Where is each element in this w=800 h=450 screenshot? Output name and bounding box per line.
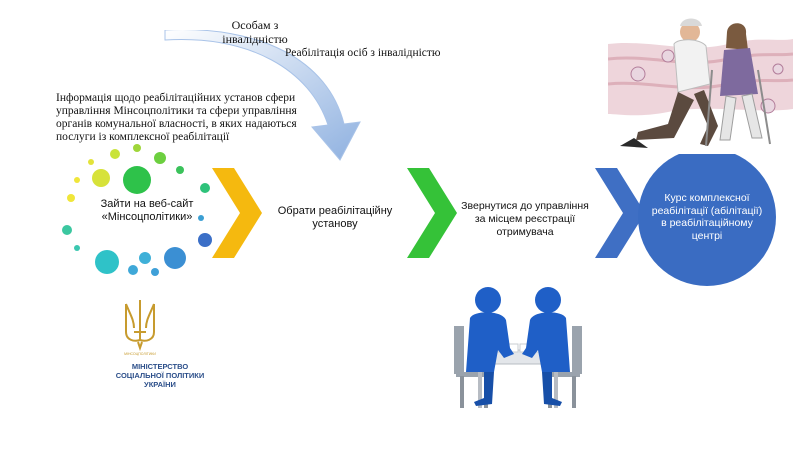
ministry-name-line-2: СОЦІАЛЬНОЇ ПОЛІТИКИ xyxy=(115,371,205,380)
ministry-name-line-3: УКРАЇНИ xyxy=(144,380,176,389)
step-2-label: Обрати реабілітаційну установу xyxy=(277,205,393,230)
ministry-name-line-1: МІНІСТЕРСТВО xyxy=(131,362,189,371)
rehabilitation-photo xyxy=(608,14,793,154)
ministry-name: МІНІСТЕРСТВО СОЦІАЛЬНОЇ ПОЛІТИКИ УКРАЇНИ xyxy=(110,362,210,389)
final-step-circle: Курс комплексної реабілітації (абілітаці… xyxy=(638,148,776,286)
trident-icon xyxy=(125,300,155,352)
step-4-label: Курс комплексної реабілітації (абілітаці… xyxy=(651,192,763,242)
step-3-label: Звернутися до управління за місцем реєст… xyxy=(461,200,589,238)
top-label-rehabilitation: Реабілітація осіб з інвалідністю xyxy=(285,47,441,59)
dots-ring-decoration xyxy=(62,144,212,276)
chevron-3-icon xyxy=(595,168,645,258)
chevron-2-icon xyxy=(407,168,457,258)
ministry-small-label: МІНСОЦПОЛІТИКИ xyxy=(124,352,156,356)
top-label-disabled-persons: Особам з інвалідністю xyxy=(222,18,288,46)
chevron-1-icon xyxy=(212,168,262,258)
curved-arrow-icon xyxy=(164,30,361,161)
people-meeting-icon xyxy=(454,287,582,408)
info-text: Інформація щодо реабілітаційних установ … xyxy=(56,92,297,143)
step-1-label: Зайти на веб-сайт «Мінсоцполітики» xyxy=(100,198,194,223)
